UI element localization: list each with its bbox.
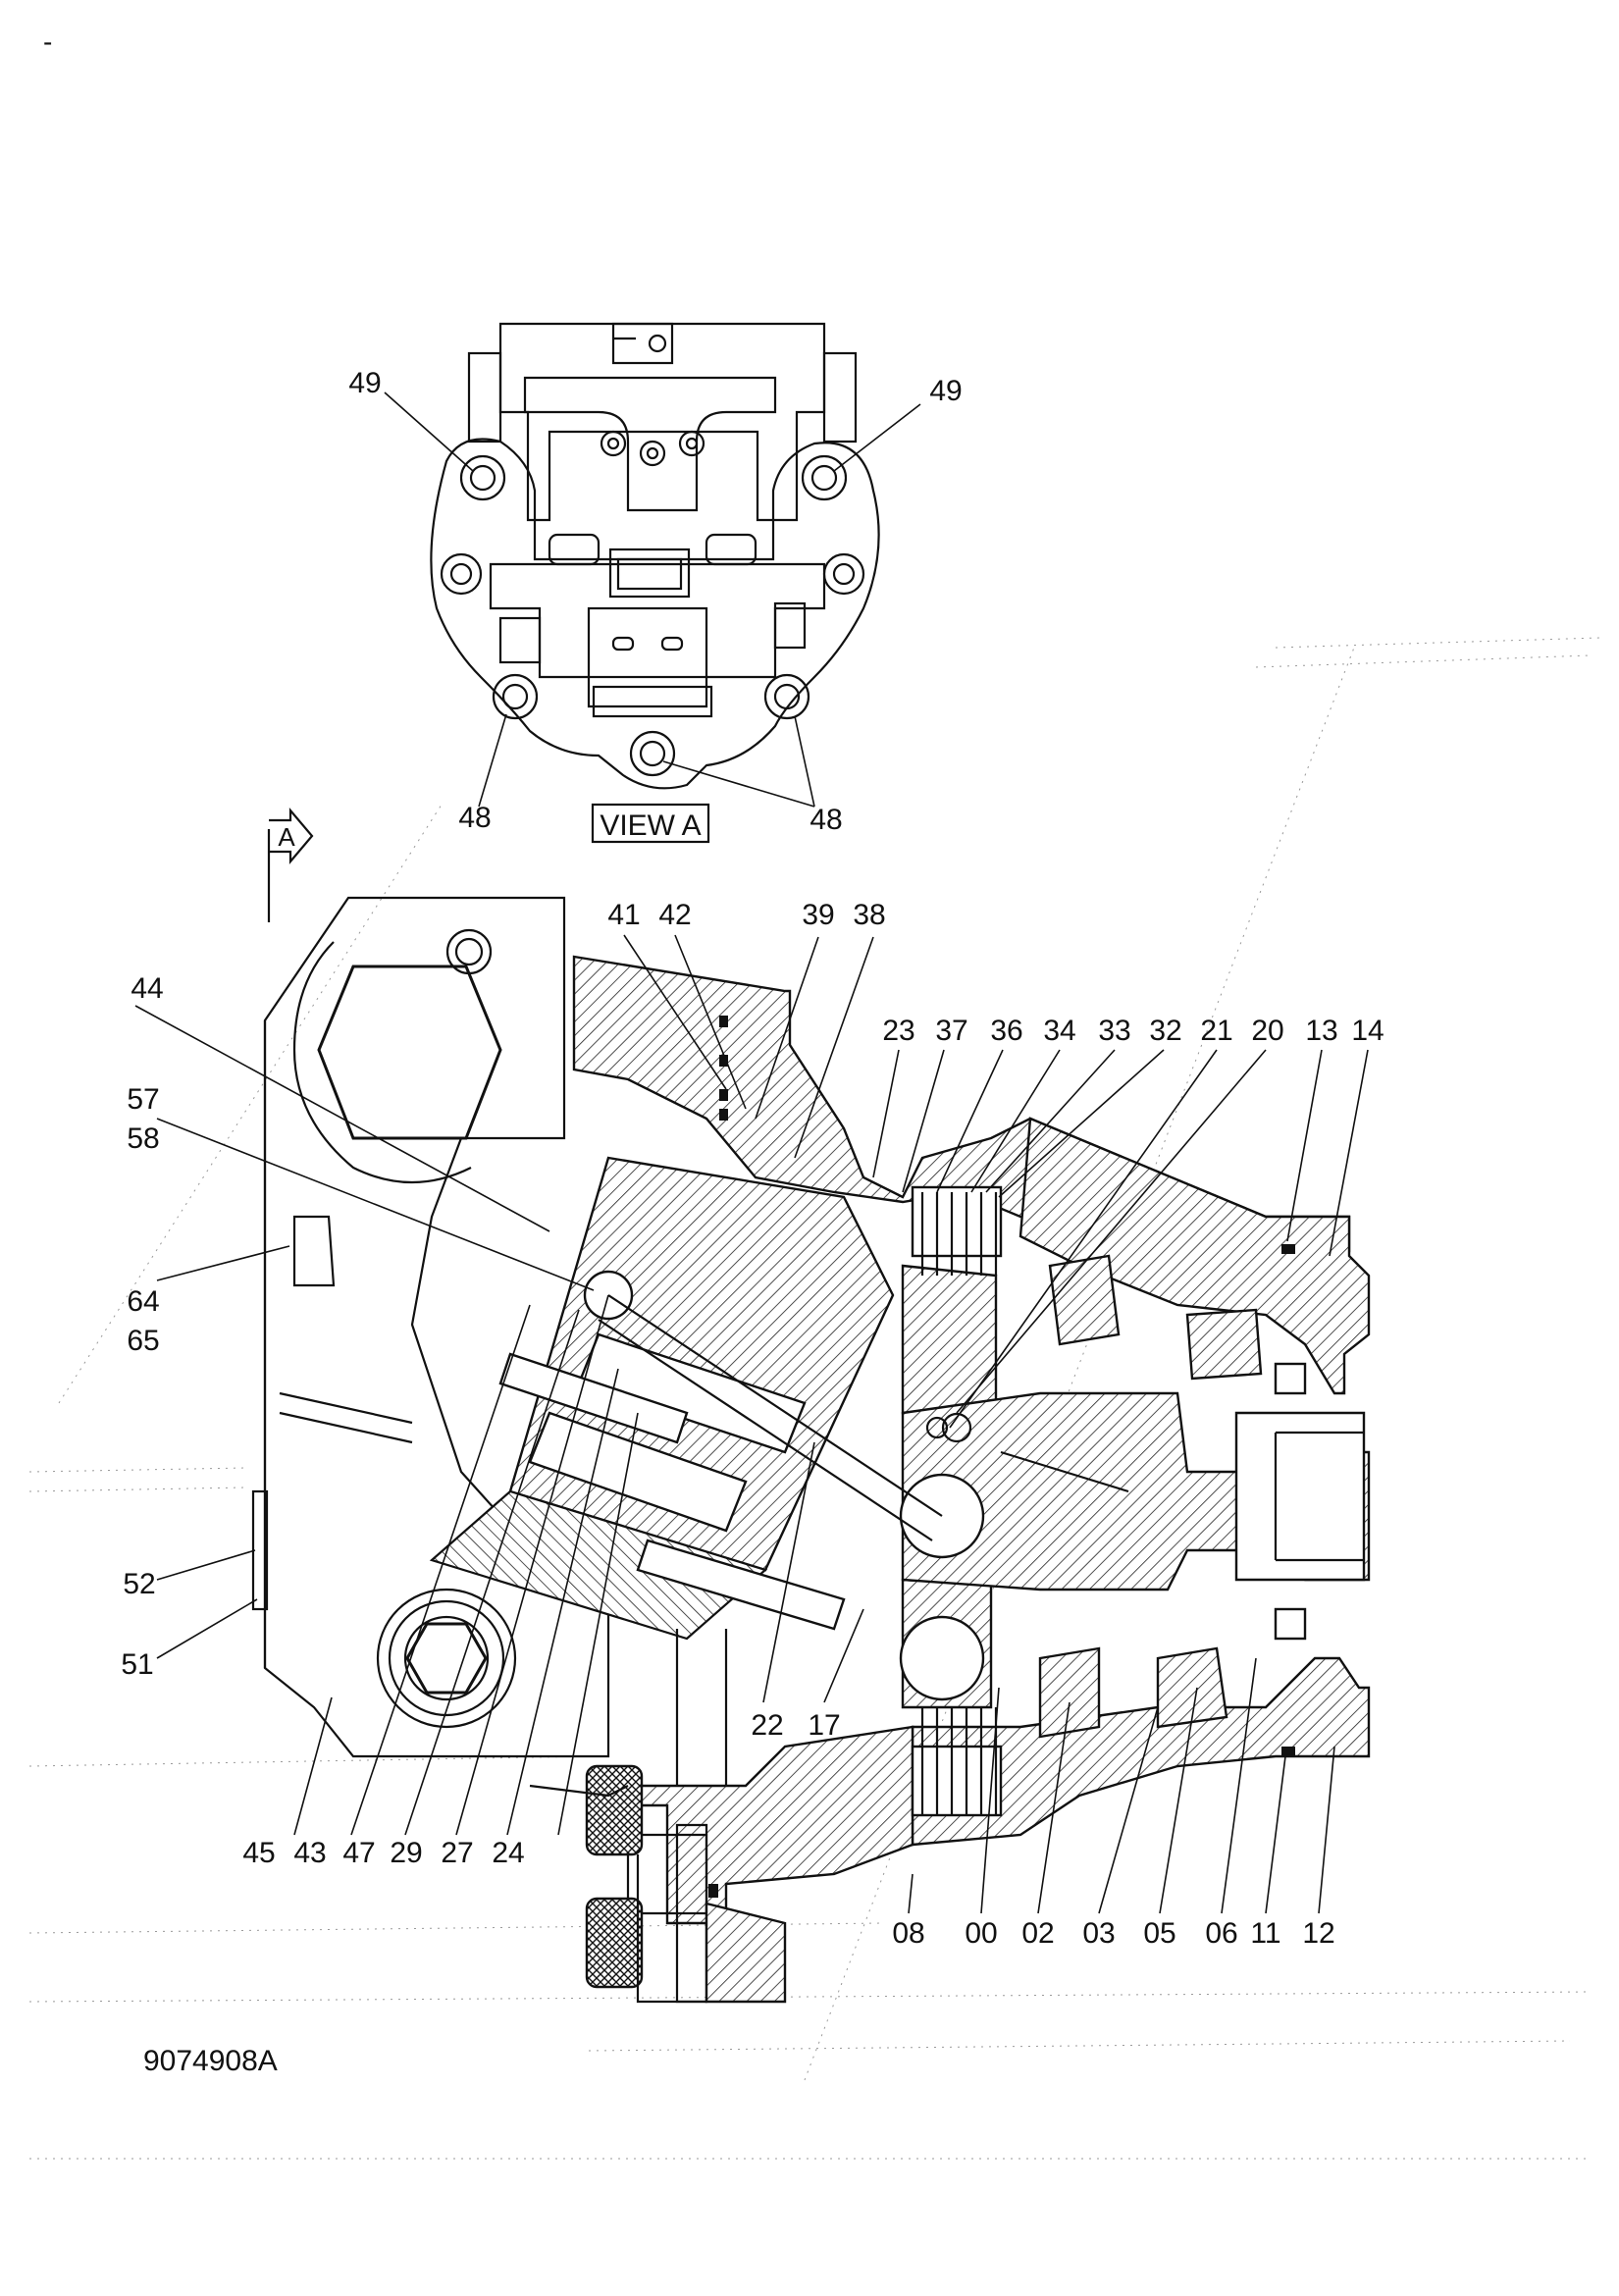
bolt-heads xyxy=(440,454,865,777)
callout-13: 13 xyxy=(1305,1015,1337,1047)
callout-17: 17 xyxy=(808,1709,840,1742)
callout-42: 42 xyxy=(658,899,691,931)
callout-48-right: 48 xyxy=(810,804,842,836)
callout-64: 64 xyxy=(127,1285,159,1318)
view-a-label: VIEW A xyxy=(600,809,701,842)
callout-21: 21 xyxy=(1200,1015,1232,1047)
section-callouts: 41 42 39 38 23 37 36 34 33 32 21 20 13 1… xyxy=(121,899,1384,1950)
callout-06: 06 xyxy=(1205,1917,1237,1950)
callout-45: 45 xyxy=(242,1837,275,1869)
callout-43: 43 xyxy=(293,1837,326,1869)
callout-14: 14 xyxy=(1351,1015,1384,1047)
friction-plates-bottom xyxy=(911,1707,1003,1817)
callout-23: 23 xyxy=(882,1015,914,1047)
callout-05: 05 xyxy=(1143,1917,1175,1950)
callout-02: 02 xyxy=(1021,1917,1054,1950)
callout-24: 24 xyxy=(492,1837,524,1869)
callout-29: 29 xyxy=(390,1837,422,1869)
callout-34: 34 xyxy=(1043,1015,1075,1047)
callout-32: 32 xyxy=(1149,1015,1181,1047)
callout-48-left: 48 xyxy=(458,802,491,834)
callout-27: 27 xyxy=(441,1837,473,1869)
motor-section-drawing xyxy=(251,896,1371,2004)
view-a-drawing xyxy=(384,322,921,844)
callout-52: 52 xyxy=(123,1568,155,1600)
callout-39: 39 xyxy=(802,899,834,931)
callout-22: 22 xyxy=(751,1709,783,1742)
section-arrow-letter: A xyxy=(278,822,295,852)
friction-plates-top xyxy=(911,1185,1003,1276)
callout-44: 44 xyxy=(131,972,163,1005)
corner-mark: - xyxy=(43,26,52,57)
callout-41: 41 xyxy=(607,899,640,931)
callout-00: 00 xyxy=(965,1917,997,1950)
callout-11: 11 xyxy=(1250,1917,1280,1950)
callout-58: 58 xyxy=(127,1122,159,1155)
callout-03: 03 xyxy=(1082,1917,1115,1950)
callout-38: 38 xyxy=(853,899,885,931)
callout-33: 33 xyxy=(1098,1015,1130,1047)
callout-20: 20 xyxy=(1251,1015,1283,1047)
callout-51: 51 xyxy=(121,1648,153,1681)
callout-36: 36 xyxy=(990,1015,1022,1047)
callout-65: 65 xyxy=(127,1325,159,1357)
callout-37: 37 xyxy=(935,1015,967,1047)
scan-artifacts xyxy=(28,637,1600,2160)
callout-49-left: 49 xyxy=(348,367,381,399)
callout-49-right: 49 xyxy=(929,375,962,407)
callout-12: 12 xyxy=(1302,1917,1334,1950)
callout-08: 08 xyxy=(892,1917,924,1950)
callout-57: 57 xyxy=(127,1083,159,1116)
section-leader-lines xyxy=(134,934,1369,1914)
section-view-arrow xyxy=(267,807,314,922)
callout-47: 47 xyxy=(342,1837,375,1869)
drawing-number: 9074908A xyxy=(143,2045,278,2077)
